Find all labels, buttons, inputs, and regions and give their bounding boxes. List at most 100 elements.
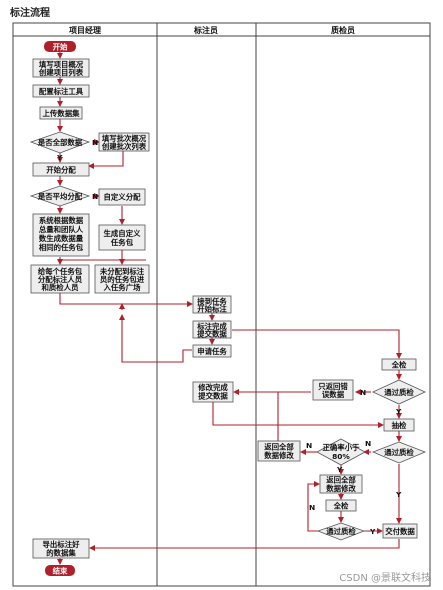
auto-package-label-2: 总量和团队人 <box>39 225 84 234</box>
watermark: CSDN @景联文科技 <box>339 573 431 584</box>
auto-package-label-1: 系统根据数据 <box>39 216 84 225</box>
gen-custom-label-1: 生成自定义 <box>104 229 142 238</box>
avg-assign-no: N <box>92 192 98 201</box>
all-data-label: 是否全部数据 <box>37 138 83 147</box>
receive-task-label-1: 接到任务 <box>197 297 227 306</box>
assign-each-label-3: 和质检人员 <box>41 283 80 292</box>
gen-custom-label-2: 任务包 <box>110 238 134 247</box>
unassigned-label-2: 员的任务包进 <box>100 275 145 284</box>
accuracy-label-1: 正确率小于 <box>323 443 361 452</box>
page-title: 标注流程 <box>10 8 50 19</box>
apply-task-label: 申请任务 <box>197 347 227 356</box>
unassigned-box <box>94 264 150 294</box>
start-label: 开始 <box>53 43 68 52</box>
fill-batch-box <box>98 132 150 152</box>
gen-custom-box <box>98 224 146 251</box>
apply-task-box <box>192 344 232 358</box>
receive-task-box <box>192 295 232 314</box>
all-data-decision <box>29 131 91 154</box>
unassigned-label-1: 未分配到标注 <box>99 267 145 276</box>
modify-submit-box <box>192 381 234 403</box>
full-check-2-label: 全检 <box>333 502 349 511</box>
upload-box <box>39 106 83 120</box>
pass-check-2-label: 通过质检 <box>384 448 414 457</box>
pass-check-3-label: 通过质检 <box>326 527 356 536</box>
lane-header-annotator: 标注员 <box>193 25 218 35</box>
end-label: 结束 <box>52 567 68 576</box>
return-all-a-label-2: 数据修改 <box>264 451 294 460</box>
submit-done-label-2: 提交数据 <box>196 330 227 339</box>
full-check-label: 全检 <box>391 361 407 370</box>
sample-check-label: 抽检 <box>392 421 407 430</box>
start-terminal <box>44 41 76 52</box>
pass-check-1-label: 通过质检 <box>384 388 414 397</box>
return-wrong-label-1: 只返回错 <box>318 382 348 391</box>
start-assign-box <box>32 162 90 177</box>
arrow-deliver-to-export <box>89 539 400 551</box>
fill-batch-label-2: 创建批次列表 <box>101 142 147 151</box>
auto-package-label-4: 相同的任务包 <box>39 243 84 252</box>
modify-submit-label-2: 提交数据 <box>197 392 228 401</box>
assign-each-label-2: 分配标注人员 <box>38 275 83 284</box>
return-all-b-label-2: 数据修改 <box>326 484 356 493</box>
deliver-label: 交付数据 <box>385 527 415 536</box>
full-check-box <box>381 358 417 371</box>
pass-check-1-no: N <box>360 388 366 397</box>
all-data-no: N <box>92 138 98 147</box>
swimlane-frame <box>12 22 431 587</box>
fill-project-label-2: 创建项目列表 <box>38 68 84 77</box>
avg-assign-decision <box>29 185 91 207</box>
modify-submit-label-1: 修改完成 <box>197 383 228 392</box>
arrow-modify-to-sample <box>212 402 384 428</box>
pass-check-2-no: N <box>365 439 371 448</box>
config-tool-label: 配置标注工具 <box>39 87 84 96</box>
unassigned-label-3: 入任务广场 <box>104 283 142 292</box>
submit-done-label-1: 标注完成 <box>196 322 227 331</box>
arrow-batch-to-start-assign <box>88 151 124 169</box>
assign-each-label-1: 给每个任务包 <box>38 267 83 276</box>
auto-package-box <box>32 213 90 257</box>
return-all-a-label-1: 返回全部 <box>264 443 294 452</box>
pass-check-3-no: N <box>309 503 315 512</box>
return-all-a-box <box>257 440 301 462</box>
assign-each-box <box>30 264 90 294</box>
lane-header-qc: 质检员 <box>331 25 355 35</box>
arrow-submit-to-fullcheck <box>232 329 402 359</box>
arrow-pass3-no-loop <box>307 481 320 532</box>
fill-project-box <box>32 58 90 78</box>
pass-check-3-decision <box>316 522 366 541</box>
return-wrong-label-2: 误数据 <box>322 390 345 399</box>
arrow-auto-to-merge <box>59 257 146 261</box>
custom-assign-box <box>98 188 146 206</box>
arrow-apply-loop-back <box>119 314 192 363</box>
avg-assign-label: 是否平均分配 <box>37 192 83 201</box>
pass-check-2-yes: Y <box>395 490 402 499</box>
auto-package-label-3: 数生成数据量 <box>39 234 84 243</box>
fill-batch-label-1: 填写批次概况 <box>102 134 147 143</box>
return-all-b-box <box>319 474 363 494</box>
return-wrong-box <box>312 379 354 401</box>
fill-project-label-1: 填写项目概况 <box>39 60 84 69</box>
full-check-2-box <box>325 499 357 512</box>
accuracy-label-2: 80% <box>332 452 350 461</box>
receive-task-label-2: 开始标注 <box>197 305 227 314</box>
deliver-box <box>382 523 418 539</box>
connectors <box>57 52 402 565</box>
accuracy-yes: Y <box>336 465 343 474</box>
pass-check-3-yes: Y <box>369 527 376 536</box>
start-assign-label: 开始分配 <box>46 166 76 175</box>
custom-assign-label: 自定义分配 <box>104 193 142 202</box>
sample-check-box <box>383 418 415 432</box>
pass-check-1-decision <box>372 379 426 405</box>
accuracy-no: N <box>306 441 312 450</box>
arrow-assign-to-receive <box>59 293 193 307</box>
accuracy-decision <box>316 438 366 466</box>
end-terminal <box>45 565 75 576</box>
export-label-1: 导出标注好 <box>43 540 81 549</box>
return-all-b-label-1: 返回全部 <box>326 476 356 485</box>
config-tool-box <box>32 84 90 98</box>
pass-check-1-yes: Y <box>395 407 402 416</box>
all-data-yes: Y <box>56 153 63 162</box>
submit-done-box <box>192 320 232 339</box>
